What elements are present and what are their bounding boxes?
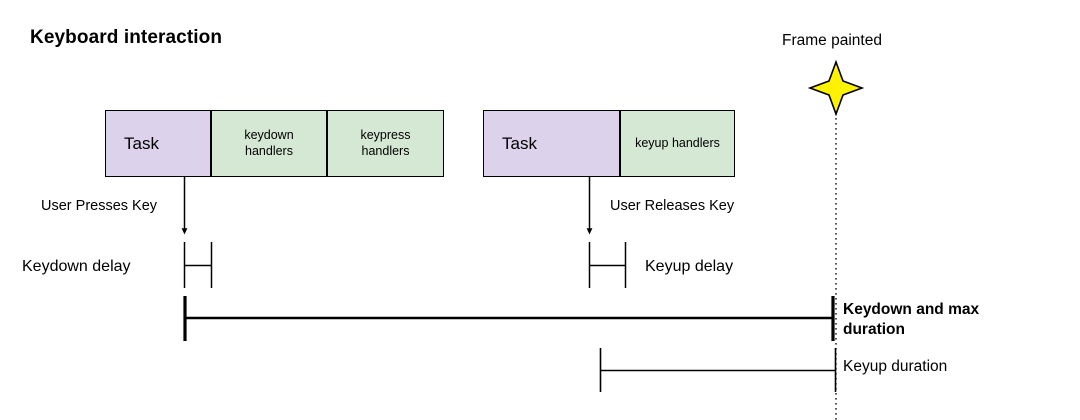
task-box-2: Task bbox=[483, 110, 620, 177]
page-title: Keyboard interaction bbox=[30, 27, 223, 48]
user-releases-key-arrowhead bbox=[586, 228, 593, 235]
keydown-handlers-box: keydown handlers bbox=[211, 110, 327, 177]
user-presses-key-label: User Presses Key bbox=[41, 198, 158, 214]
keypress-handlers-box: keypress handlers bbox=[327, 110, 444, 177]
keyup-handlers-box: keyup handlers bbox=[620, 110, 735, 177]
keyup-handlers-label: keyup handlers bbox=[635, 135, 720, 150]
frame-painted-label: Frame painted bbox=[782, 32, 882, 49]
keypress-handlers-label: keypress handlers bbox=[360, 127, 411, 158]
task-box-2-label: Task bbox=[502, 133, 537, 153]
keyup-duration-label: Keyup duration bbox=[843, 358, 948, 375]
keydown-handlers-label: keydown handlers bbox=[244, 127, 294, 158]
user-releases-key-label: User Releases Key bbox=[610, 198, 735, 214]
task-box-1-label: Task bbox=[124, 133, 159, 153]
four-point-star-icon bbox=[807, 59, 865, 117]
task-box-1: Task bbox=[105, 110, 211, 177]
keyup-delay-label: Keyup delay bbox=[645, 258, 734, 275]
keydown-delay-label: Keydown delay bbox=[22, 258, 131, 275]
user-presses-key-arrowhead bbox=[181, 228, 188, 235]
keydown-and-max-duration-label: Keydown and max duration bbox=[843, 301, 980, 339]
